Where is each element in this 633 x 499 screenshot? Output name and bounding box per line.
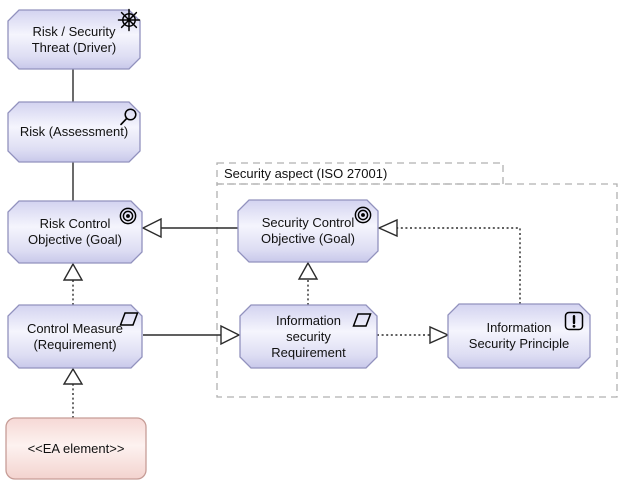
group-security-aspect[interactable] bbox=[216, 162, 618, 398]
node-risk-security-threat[interactable]: Risk / Security Threat (Driver) bbox=[8, 10, 140, 69]
steering-wheel-icon bbox=[117, 8, 141, 32]
parallelogram-icon bbox=[119, 312, 139, 326]
node-shape-isp bbox=[447, 303, 591, 369]
node-label-line: Control Measure bbox=[26, 320, 124, 336]
hollow-triangle-arrowhead bbox=[62, 367, 84, 385]
exclamation-icon bbox=[564, 311, 584, 331]
hollow-triangle-arrowhead bbox=[429, 325, 450, 345]
specialization-cm-to-isr[interactable] bbox=[143, 324, 241, 346]
hollow-triangle-arrowhead bbox=[297, 261, 319, 280]
node-control-measure[interactable]: Control Measure (Requirement) bbox=[8, 305, 142, 368]
node-label-line: (Requirement) bbox=[33, 336, 117, 352]
node-label-line: Threat (Driver) bbox=[31, 39, 117, 55]
node-information-security-requirement[interactable]: Information security Requirement bbox=[240, 305, 377, 368]
node-label-line: Security Principle bbox=[468, 336, 570, 351]
node-shape-ea-element bbox=[5, 417, 147, 480]
node-information-security-principle[interactable]: Information Security Principle bbox=[448, 304, 590, 368]
node-label-line: Objective (Goal) bbox=[261, 231, 355, 246]
node-shape-threat bbox=[7, 9, 141, 70]
node-label-line: Requirement bbox=[271, 344, 346, 360]
node-label-line: <<EA element>> bbox=[27, 440, 125, 456]
hollow-triangle-arrowhead bbox=[62, 262, 84, 281]
realization-line bbox=[397, 227, 521, 304]
hollow-triangle-arrowhead bbox=[141, 217, 162, 239]
node-label-line: Risk / Security bbox=[32, 23, 116, 39]
group-body bbox=[216, 183, 618, 398]
specialization-sco-to-rco[interactable] bbox=[141, 217, 238, 239]
target-icon bbox=[354, 206, 372, 224]
node-shape-isr bbox=[239, 304, 378, 369]
node-label-line: Security Control bbox=[261, 215, 355, 230]
node-label-line: Objective (Goal) bbox=[28, 232, 122, 247]
node-label-line: security bbox=[286, 328, 331, 344]
node-risk-control-objective[interactable]: Risk Control Objective (Goal) bbox=[8, 201, 142, 263]
hollow-triangle-arrowhead bbox=[377, 218, 398, 238]
realization-isr-to-sco[interactable] bbox=[297, 261, 319, 305]
parallelogram-icon bbox=[352, 313, 372, 327]
node-shape-sco bbox=[237, 199, 379, 263]
node-risk-assessment[interactable]: Risk (Assessment) bbox=[8, 102, 140, 162]
node-security-control-objective[interactable]: Security Control Objective (Goal) bbox=[238, 200, 378, 262]
magnifier-icon bbox=[120, 108, 137, 126]
realization-ea-to-cm[interactable] bbox=[62, 367, 84, 418]
node-label-line: Risk Control bbox=[39, 216, 111, 231]
group-security-aspect-label: Security aspect (ISO 27001) bbox=[224, 166, 388, 181]
node-shape-rco bbox=[7, 200, 143, 264]
hollow-triangle-arrowhead bbox=[220, 324, 241, 346]
realization-cm-to-rco[interactable] bbox=[62, 262, 84, 305]
target-icon bbox=[119, 207, 137, 225]
group-label-tab bbox=[216, 162, 504, 185]
node-shape-cm bbox=[7, 304, 143, 369]
node-label-line: Information bbox=[486, 320, 552, 335]
node-label-line: Information bbox=[275, 312, 342, 328]
realization-isp-to-sco[interactable] bbox=[377, 218, 521, 304]
node-label-line: Risk (Assessment) bbox=[19, 124, 129, 139]
node-shape-risk bbox=[7, 101, 141, 163]
realization-isr-to-isp[interactable] bbox=[377, 325, 450, 345]
node-ea-element[interactable]: <<EA element>> bbox=[6, 418, 146, 479]
